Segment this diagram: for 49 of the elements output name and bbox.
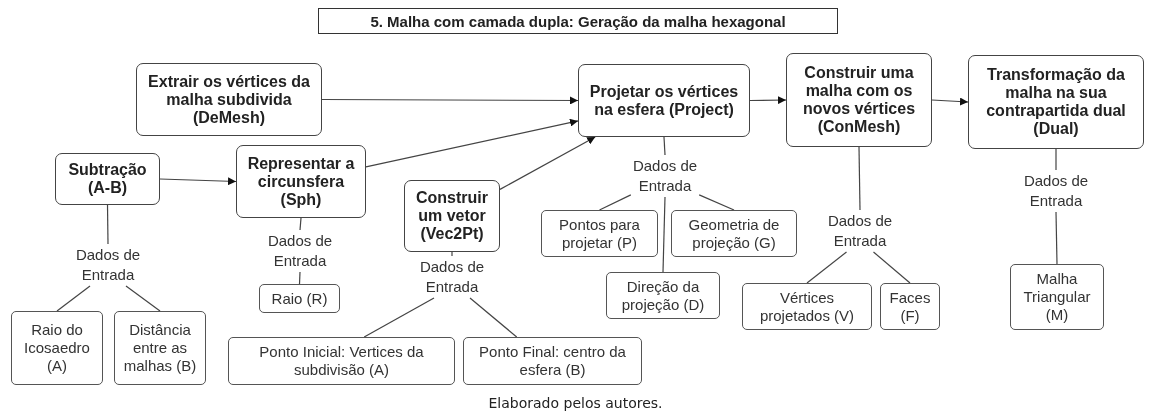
connector-line: [663, 136, 666, 156]
input-data-label: Dados de Entrada: [255, 230, 345, 272]
connector-line: [806, 251, 848, 284]
connector-line: [698, 194, 735, 211]
input-box: Geometria de projeção (G): [671, 210, 797, 257]
process-box: Extrair os vértices da malha subdivida (DeMesh): [136, 63, 322, 136]
connector-line: [299, 217, 302, 231]
connector-line: [56, 285, 91, 312]
input-box: Ponto Inicial: Vertices da subdivisão (A): [228, 337, 455, 385]
input-data-label: Dados de Entrada: [815, 210, 905, 252]
connector-line: [1055, 211, 1058, 265]
process-box: Representar a circunsfera (Sph): [236, 145, 366, 218]
connector-line: [858, 146, 861, 211]
arrow: [365, 118, 579, 168]
arrow: [321, 96, 579, 105]
connector-line: [872, 251, 911, 284]
input-box: Pontos para projetar (P): [541, 210, 658, 257]
input-box: Raio do Icosaedro (A): [11, 311, 103, 385]
process-box: Projetar os vértices na esfera (Project): [578, 64, 750, 137]
connector-line: [662, 196, 666, 273]
input-data-label: Dados de Entrada: [63, 244, 153, 286]
connector-line: [469, 297, 518, 338]
process-box: Construir um vetor (Vec2Pt): [404, 180, 500, 252]
connector-line: [298, 271, 301, 285]
input-box: Distância entre as malhas (B): [114, 311, 206, 385]
connector-line: [125, 285, 161, 312]
input-box: Direção da projeção (D): [606, 272, 720, 319]
process-box: Subtração (A-B): [55, 153, 160, 205]
input-box: Raio (R): [259, 284, 340, 313]
input-data-label: Dados de Entrada: [1011, 170, 1101, 212]
arrow: [931, 97, 969, 106]
process-box: Construir uma malha com os novos vértices (ConMesh): [786, 53, 932, 147]
input-box: Faces (F): [880, 283, 940, 330]
input-box: Vértices projetados (V): [742, 283, 872, 330]
arrow: [749, 96, 787, 105]
arrow: [159, 177, 237, 186]
input-data-label: Dados de Entrada: [407, 256, 497, 298]
input-box: Ponto Final: centro da esfera (B): [463, 337, 642, 385]
process-box: Transformação da malha na sua contrapartida dual (Dual): [968, 55, 1144, 149]
connector-line: [451, 251, 453, 257]
connector-line: [106, 204, 109, 245]
title: 5. Malha com camada dupla: Geração da malha hexagonal: [318, 8, 838, 34]
connector-line: [598, 194, 632, 211]
input-box: Malha Triangular (M): [1010, 264, 1104, 330]
arrow: [499, 136, 596, 190]
caption: Elaborado pelos autores.: [488, 395, 663, 411]
connector-line: [363, 297, 435, 338]
input-data-label: Dados de Entrada: [620, 155, 710, 197]
connector-line: [1055, 148, 1057, 171]
